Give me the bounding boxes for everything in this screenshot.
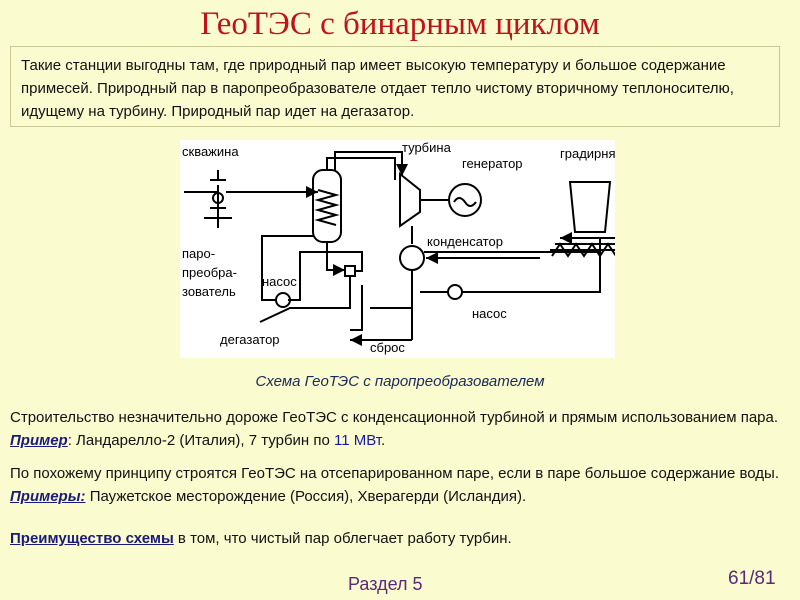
well-icon <box>204 170 232 228</box>
label-converter-1: паро- <box>182 246 215 261</box>
label-converter-2: преобра- <box>182 265 237 280</box>
pump-left-icon <box>275 292 291 308</box>
label-degasser: дегазатор <box>220 332 280 347</box>
paragraph-cost: Строительство незначительно дороже ГеоТЭ… <box>10 406 795 452</box>
footer-section-link[interactable]: Раздел 5 <box>348 574 423 594</box>
degasser-valve-icon <box>344 265 356 277</box>
para2-example-label: Примеры: <box>10 488 86 505</box>
turbine-icon <box>399 171 421 228</box>
para2-text1: По похожему принципу строятся ГеоТЭС на … <box>10 465 779 482</box>
paragraph-advantage: Преимущество схемы в том, что чистый пар… <box>10 527 795 550</box>
para3-text: в том, что чистый пар облегчает работу т… <box>173 530 512 547</box>
generator-icon <box>448 183 482 217</box>
label-pump-left: насос <box>262 274 297 289</box>
label-converter-3: зователь <box>182 284 236 299</box>
para2-text2: Паужетское месторождение (Россия), Хвера… <box>85 488 527 505</box>
label-discharge: сброс <box>370 340 405 355</box>
cooling-tower-icon <box>550 181 615 258</box>
geothermal-binary-cycle-diagram: скважина турбина генератор градирня конд… <box>180 140 615 358</box>
para1-text1: Строительство незначительно дороже ГеоТЭ… <box>10 409 779 426</box>
para1-text3: . <box>380 432 386 449</box>
pump-right-icon <box>447 284 463 300</box>
slide-title: ГеоТЭС с бинарным циклом <box>200 6 600 42</box>
condenser-icon <box>399 245 425 271</box>
footer-page-number: 61/81 <box>728 568 776 589</box>
label-condenser: конденсатор <box>427 234 503 249</box>
para1-text2: : Ландарелло-2 (Италия), 7 турбин по <box>67 432 335 449</box>
label-generator: генератор <box>462 156 523 171</box>
para3-advantage-label: Преимущество схемы <box>10 530 174 547</box>
steam-converter-icon <box>312 169 342 243</box>
label-pump-right: насос <box>472 306 507 321</box>
label-cooling-tower: градирня <box>560 146 615 161</box>
paragraph-separated-steam: По похожему принципу строятся ГеоТЭС на … <box>10 462 795 508</box>
para1-power: 11 МВт <box>334 432 381 449</box>
label-turbine: турбина <box>402 140 452 155</box>
intro-text: Такие станции выгодны там, где природный… <box>10 46 780 127</box>
para1-example-label: Пример <box>10 432 68 449</box>
label-well: скважина <box>182 144 239 159</box>
diagram-caption: Схема ГеоТЭС с паропреобразователем <box>255 373 545 390</box>
